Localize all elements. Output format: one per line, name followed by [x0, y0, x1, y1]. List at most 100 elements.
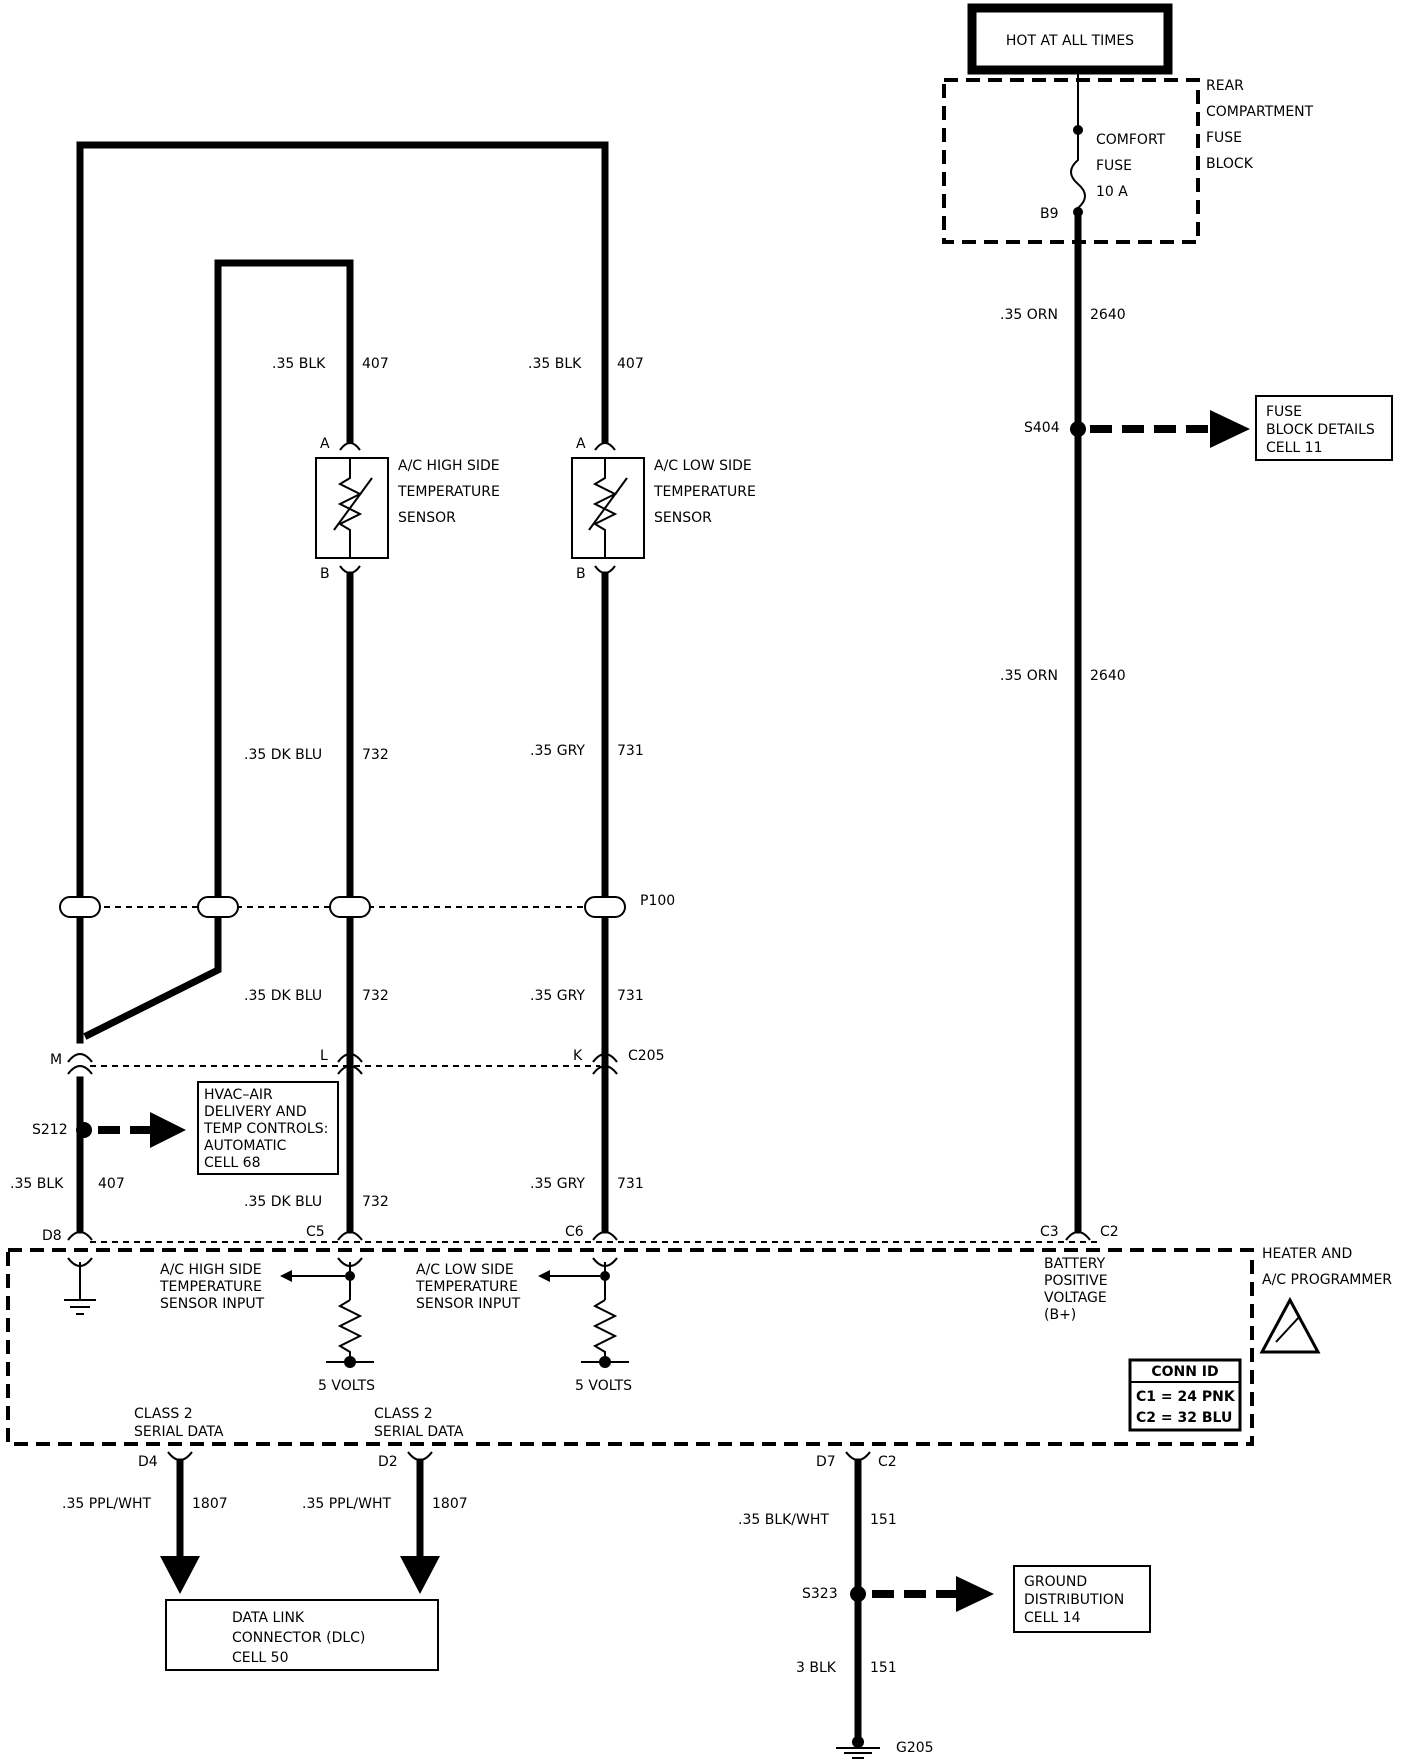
gry-size-2: .35 GRY — [530, 988, 585, 1004]
ppl-circuit-d2: 1807 — [432, 1496, 468, 1512]
low-input-label-3: SENSOR INPUT — [416, 1296, 521, 1312]
battery-label-1: BATTERY — [1044, 1256, 1106, 1272]
dlc-ref-2: CONNECTOR (DLC) — [232, 1630, 365, 1646]
heater-ac-programmer-outline — [6, 1248, 1254, 1446]
high-input-label-2: TEMPERATURE — [159, 1279, 262, 1295]
fuse-block-label-1: REAR — [1206, 78, 1244, 94]
c205-label: C205 — [628, 1048, 665, 1064]
c205-pin-k-lower-icon — [592, 1065, 618, 1075]
orn-circuit-upper: 2640 — [1090, 307, 1126, 323]
pin-d2-label: D2 — [378, 1454, 398, 1470]
low-sensor-label-2: TEMPERATURE — [653, 484, 756, 500]
rear-fuse-block-outline — [942, 78, 1200, 244]
serial-d4-label-2: SERIAL DATA — [134, 1424, 224, 1440]
orn-size-upper: .35 ORN — [1000, 307, 1058, 323]
ground-ref-2: DISTRIBUTION — [1024, 1592, 1124, 1608]
gry-circuit-1: 731 — [617, 743, 644, 759]
high-sensor-thermistor-icon — [337, 458, 363, 558]
low-side-temperature-sensor — [571, 457, 645, 559]
gry-size-1: .35 GRY — [530, 743, 585, 759]
low-5v-label: 5 VOLTS — [575, 1378, 632, 1394]
p100-pin-4 — [584, 896, 626, 918]
fuse-block-label-4: BLOCK — [1206, 156, 1254, 172]
s212-arrow-icon — [150, 1112, 186, 1148]
pin-c6-label: C6 — [565, 1224, 584, 1240]
hot-at-all-times-box — [967, 3, 1173, 75]
high-sensor-label-3: SENSOR — [398, 510, 456, 526]
s323-arrow-icon — [956, 1576, 994, 1612]
blkwht-circuit: 151 — [870, 1512, 897, 1528]
blk-407-outer-loop — [76, 141, 609, 1044]
p100-pin-1 — [59, 896, 101, 918]
dkblu-size-2: .35 DK BLU — [244, 988, 322, 1004]
blk-circuit-high: 407 — [362, 356, 389, 372]
low-sensor-thermistor-icon — [592, 458, 618, 558]
fuse-rating: 10 A — [1096, 184, 1128, 200]
gry-circuit-3: 731 — [617, 1176, 644, 1192]
blk-circuit-low: 407 — [617, 356, 644, 372]
high-input-label-3: SENSOR INPUT — [160, 1296, 265, 1312]
low-sensor-pin-a-label: A — [576, 436, 586, 452]
gry-circuit-2: 731 — [617, 988, 644, 1004]
blk3-size: 3 BLK — [796, 1660, 837, 1676]
module-name-2: A/C PROGRAMMER — [1262, 1272, 1392, 1288]
pin-c2-label: C2 — [1100, 1224, 1119, 1240]
splice-s212-label: S212 — [32, 1122, 68, 1138]
high-input-arrow-icon — [280, 1270, 292, 1282]
low-sensor-variable-arrow-icon — [588, 477, 628, 531]
pin-c3-label: C3 — [1040, 1224, 1059, 1240]
d2-arrow-icon — [400, 1556, 440, 1594]
pin-d4-label: D4 — [138, 1454, 158, 1470]
high-sensor-pin-a-label: A — [320, 436, 330, 452]
low-input-label-1: A/C LOW SIDE — [416, 1262, 514, 1278]
fuse-name-2: FUSE — [1096, 158, 1132, 174]
pin-d7-label: D7 — [816, 1454, 836, 1470]
pin-c5-label: C5 — [306, 1224, 325, 1240]
fuse-details-ref-2: BLOCK DETAILS — [1266, 422, 1375, 438]
pin-d8-label: D8 — [42, 1228, 62, 1244]
fuse-block-label-2: COMPARTMENT — [1206, 104, 1314, 120]
p100-pin-2 — [197, 896, 239, 918]
p100-pin-3 — [329, 896, 371, 918]
battery-label-3: VOLTAGE — [1044, 1290, 1107, 1306]
hot-at-all-times-label: HOT AT ALL TIMES — [1006, 33, 1134, 49]
splice-s323 — [850, 1586, 866, 1602]
c5-junction — [345, 1271, 355, 1281]
fuse-pin-b9: B9 — [1040, 206, 1059, 222]
hvac-ref-2: DELIVERY AND — [204, 1104, 307, 1120]
dkblu-size-3: .35 DK BLU — [244, 1194, 322, 1210]
c205-pin-l-lower-icon — [337, 1065, 363, 1075]
gry-size-3: .35 GRY — [530, 1176, 585, 1192]
pin-d7-c2-label: C2 — [878, 1454, 897, 1470]
high-sensor-pin-a — [339, 442, 361, 451]
esd-hand-icon — [1275, 1315, 1301, 1343]
orn-circuit-lower: 2640 — [1090, 668, 1126, 684]
battery-label-2: POSITIVE — [1044, 1273, 1108, 1289]
dkblu-circuit-3: 732 — [362, 1194, 389, 1210]
ppl-circuit-d4: 1807 — [192, 1496, 228, 1512]
conn-id-box — [1128, 1358, 1242, 1432]
serial-d4-label-1: CLASS 2 — [134, 1406, 193, 1422]
high-sensor-pin-b-label: B — [320, 566, 330, 582]
conn-id-c2: C2 = 32 BLU — [1136, 1410, 1232, 1426]
c205-pin-m-lower-icon — [67, 1065, 93, 1075]
fuse-icon — [1070, 130, 1086, 212]
high-sensor-label-2: TEMPERATURE — [397, 484, 500, 500]
high-input-label-1: A/C HIGH SIDE — [160, 1262, 262, 1278]
ground-ref-1: GROUND — [1024, 1574, 1087, 1590]
hvac-ref-3: TEMP CONTROLS: — [203, 1121, 328, 1137]
dkblu-circuit-1: 732 — [362, 747, 389, 763]
conn-id-c1: C1 = 24 PNK — [1136, 1389, 1236, 1405]
high-side-temperature-sensor — [315, 457, 389, 559]
d4-arrow-icon — [160, 1556, 200, 1594]
low-sensor-label-3: SENSOR — [654, 510, 712, 526]
c6-junction — [600, 1271, 610, 1281]
c205-pin-m-icon — [67, 1053, 93, 1063]
splice-s404-label: S404 — [1024, 420, 1060, 436]
pin-l-label: L — [320, 1048, 328, 1064]
pin-c6-icon — [592, 1231, 618, 1241]
hvac-reference-box — [197, 1081, 339, 1175]
fuse-details-ref-3: CELL 11 — [1266, 440, 1323, 456]
conn-id-title: CONN ID — [1151, 1364, 1218, 1380]
